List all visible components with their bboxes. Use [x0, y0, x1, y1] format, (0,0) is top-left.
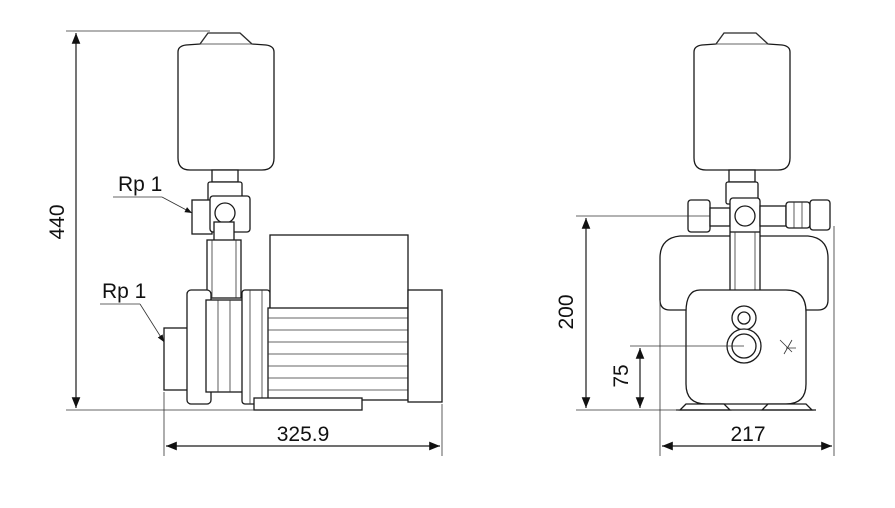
- length-dimension-text: 325.9: [277, 423, 330, 446]
- front-pump-face: [676, 289, 816, 411]
- front-view: 200 75 217: [555, 32, 835, 456]
- side-outlet-fitting: [191, 195, 251, 243]
- inlet-leader: [139, 303, 165, 343]
- dimension-75: [630, 345, 744, 408]
- side-view: Rp 1 Rp 1 440 325.9: [46, 30, 443, 456]
- side-pump-housing: [163, 289, 271, 405]
- side-riser-pipe: [206, 239, 242, 299]
- side-pressure-tank: [177, 32, 275, 205]
- front-fittings: [687, 197, 831, 235]
- outlet-thread-label: Rp 1: [118, 173, 162, 196]
- width-dimension-text: 217: [730, 423, 765, 446]
- front-height-dimension-text: 200: [555, 294, 578, 329]
- dimension-325-9: [163, 392, 443, 456]
- dimension-440: [66, 30, 254, 411]
- side-motor: [253, 234, 443, 411]
- front-pressure-tank: [693, 32, 791, 205]
- inlet-thread-label: Rp 1: [102, 280, 146, 303]
- inlet-height-dimension-text: 75: [610, 364, 633, 387]
- outlet-leader: [161, 196, 193, 214]
- height-dimension-text: 440: [46, 204, 69, 239]
- front-riser-pipe: [729, 231, 761, 295]
- grundfos-logo-icon: [779, 339, 796, 355]
- dimension-200: [576, 215, 688, 411]
- dimension-217: [659, 226, 835, 456]
